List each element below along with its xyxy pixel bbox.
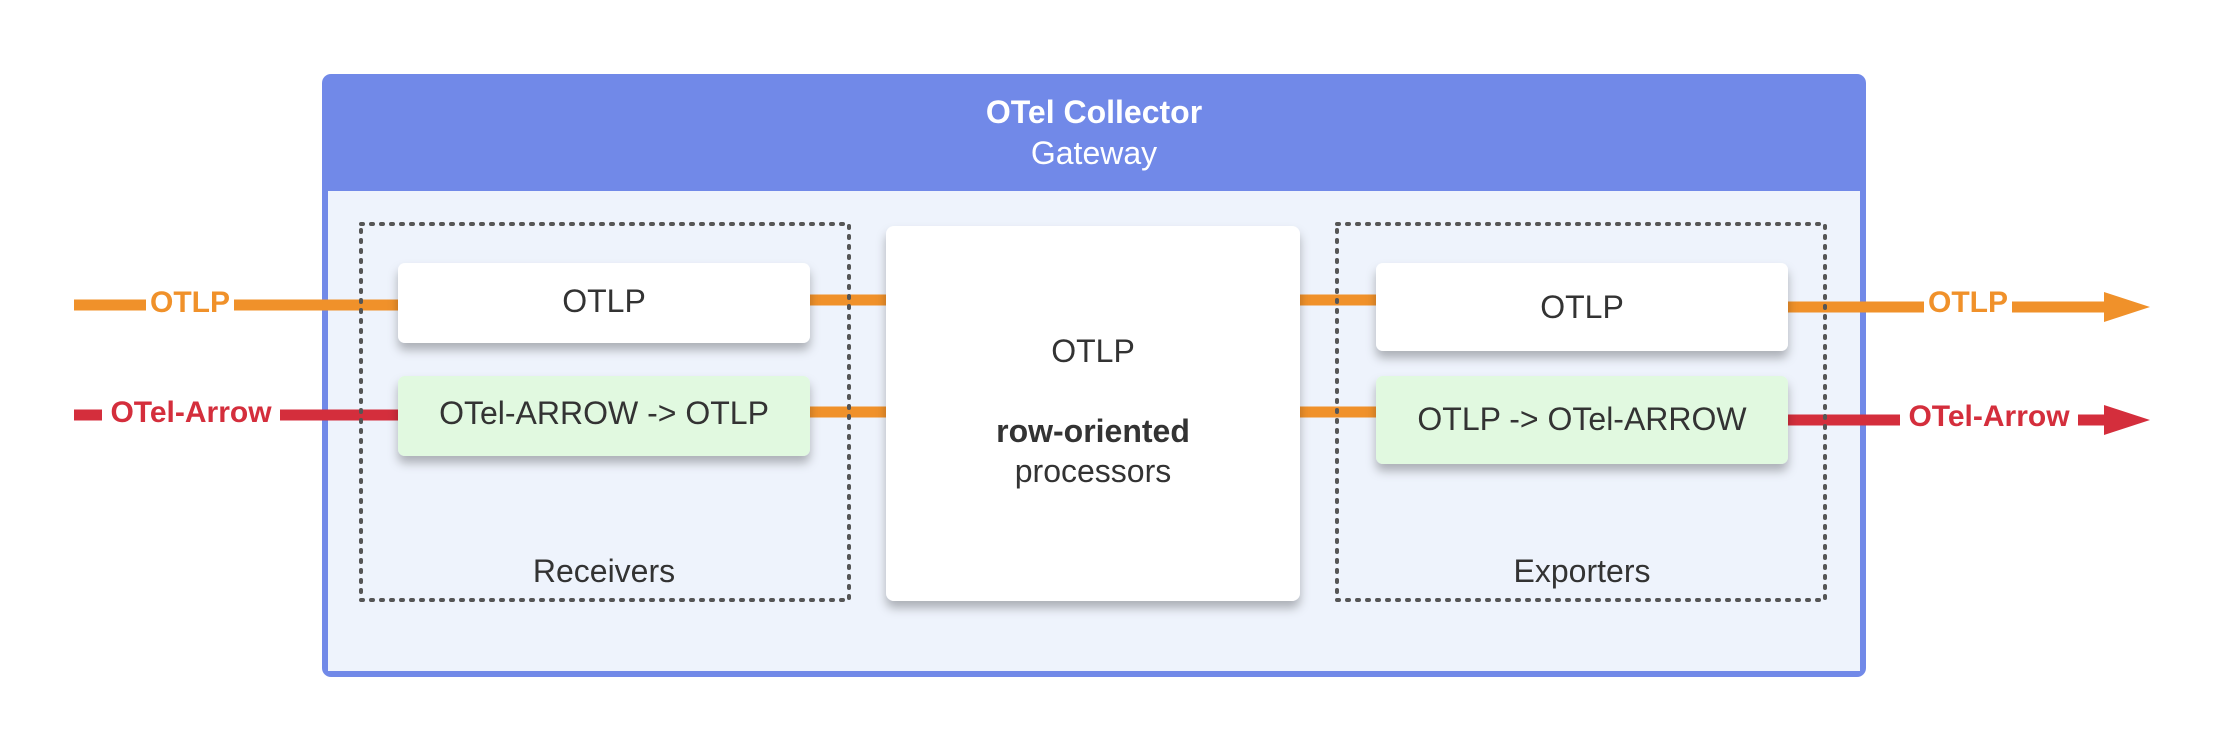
collector-title: OTel Collector bbox=[986, 94, 1202, 130]
receiver-otlp-label: OTLP bbox=[562, 283, 646, 319]
exporter-arrow-label: OTLP -> OTel-ARROW bbox=[1417, 401, 1747, 437]
processors-otlp-label: OTLP bbox=[1051, 333, 1135, 369]
outgoing-arrow-label: OTel-Arrow bbox=[1908, 400, 2070, 433]
outgoing-otlp-arrowhead-icon bbox=[2104, 292, 2150, 322]
receivers-group: OTLP OTel-ARROW -> OTLP Receivers bbox=[359, 222, 851, 602]
processors-row-oriented-label: row-oriented bbox=[996, 413, 1190, 449]
incoming-arrow-label: OTel-Arrow bbox=[110, 396, 272, 429]
receivers-label: Receivers bbox=[533, 553, 675, 589]
outgoing-arrow-arrowhead-icon bbox=[2104, 405, 2150, 435]
exporters-group: OTLP OTLP -> OTel-ARROW Exporters bbox=[1335, 222, 1827, 602]
processors-box[interactable]: OTLP row-oriented processors bbox=[886, 226, 1300, 601]
receiver-arrow-box[interactable]: OTel-ARROW -> OTLP bbox=[398, 376, 810, 456]
processors-processors-label: processors bbox=[1015, 453, 1172, 489]
exporters-label: Exporters bbox=[1514, 553, 1651, 589]
receiver-otlp-box[interactable]: OTLP bbox=[398, 263, 810, 343]
incoming-otlp-label: OTLP bbox=[150, 286, 230, 319]
exporters-dotted-border bbox=[1335, 222, 1827, 602]
exporter-otlp-label: OTLP bbox=[1540, 289, 1624, 325]
collector-subtitle: Gateway bbox=[1031, 135, 1157, 171]
exporter-otlp-box[interactable]: OTLP bbox=[1376, 263, 1788, 351]
outgoing-otlp-label: OTLP bbox=[1928, 286, 2008, 319]
exporter-arrow-box[interactable]: OTLP -> OTel-ARROW bbox=[1376, 376, 1788, 464]
receiver-arrow-label: OTel-ARROW -> OTLP bbox=[439, 395, 769, 431]
flow-labels: OTLP OTel-Arrow OTLP OTel-Arrow bbox=[102, 286, 2078, 438]
receivers-dotted-border bbox=[359, 222, 851, 602]
